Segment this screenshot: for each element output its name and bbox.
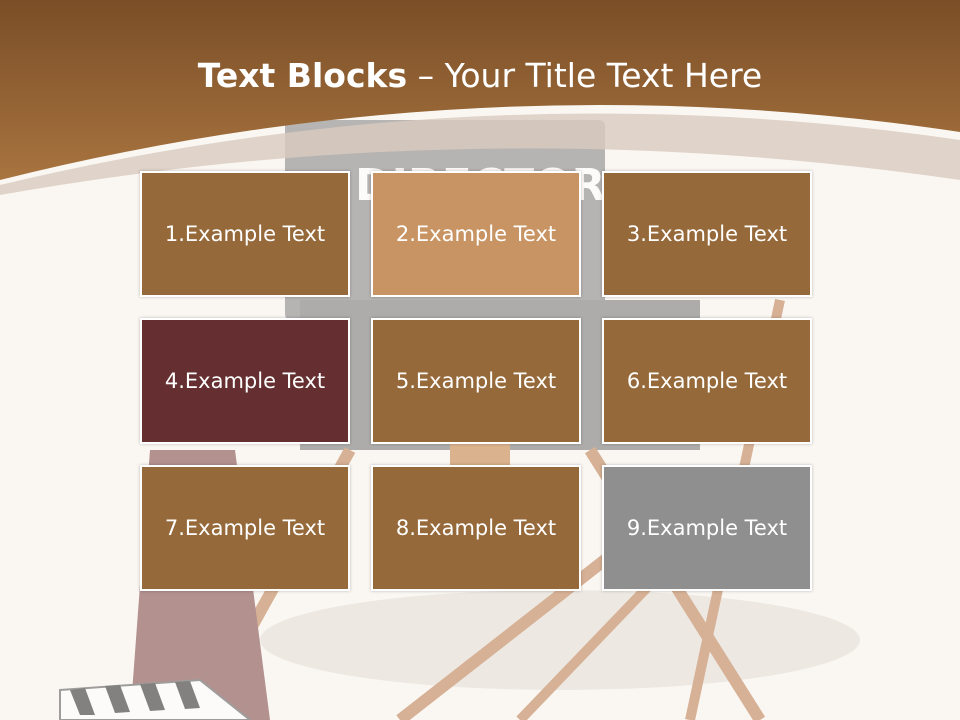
text-block-label: 6.Example Text <box>626 369 788 393</box>
text-block-3[interactable]: 3.Example Text <box>602 171 812 297</box>
title-bold: Text Blocks <box>197 56 408 95</box>
text-block-7[interactable]: 7.Example Text <box>140 465 350 591</box>
title-banner <box>0 0 960 180</box>
text-block-8[interactable]: 8.Example Text <box>371 465 581 591</box>
text-block-5[interactable]: 5.Example Text <box>371 318 581 444</box>
text-block-label: 7.Example Text <box>164 516 326 540</box>
text-block-4[interactable]: 4.Example Text <box>140 318 350 444</box>
banner-shadow <box>0 113 960 195</box>
text-block-label: 8.Example Text <box>395 516 557 540</box>
text-block-label: 1.Example Text <box>164 222 326 246</box>
text-block-label: 9.Example Text <box>626 516 788 540</box>
text-block-9[interactable]: 9.Example Text <box>602 465 812 591</box>
text-block-6[interactable]: 6.Example Text <box>602 318 812 444</box>
text-block-label: 4.Example Text <box>164 369 326 393</box>
text-block-1[interactable]: 1.Example Text <box>140 171 350 297</box>
slide-title: Text Blocks – Your Title Text Here <box>0 54 960 98</box>
title-dash: – <box>417 56 435 95</box>
title-rest: Your Title Text Here <box>444 56 763 95</box>
text-block-label: 3.Example Text <box>626 222 788 246</box>
text-block-label: 2.Example Text <box>395 222 557 246</box>
text-block-2[interactable]: 2.Example Text <box>371 171 581 297</box>
text-block-label: 5.Example Text <box>395 369 557 393</box>
